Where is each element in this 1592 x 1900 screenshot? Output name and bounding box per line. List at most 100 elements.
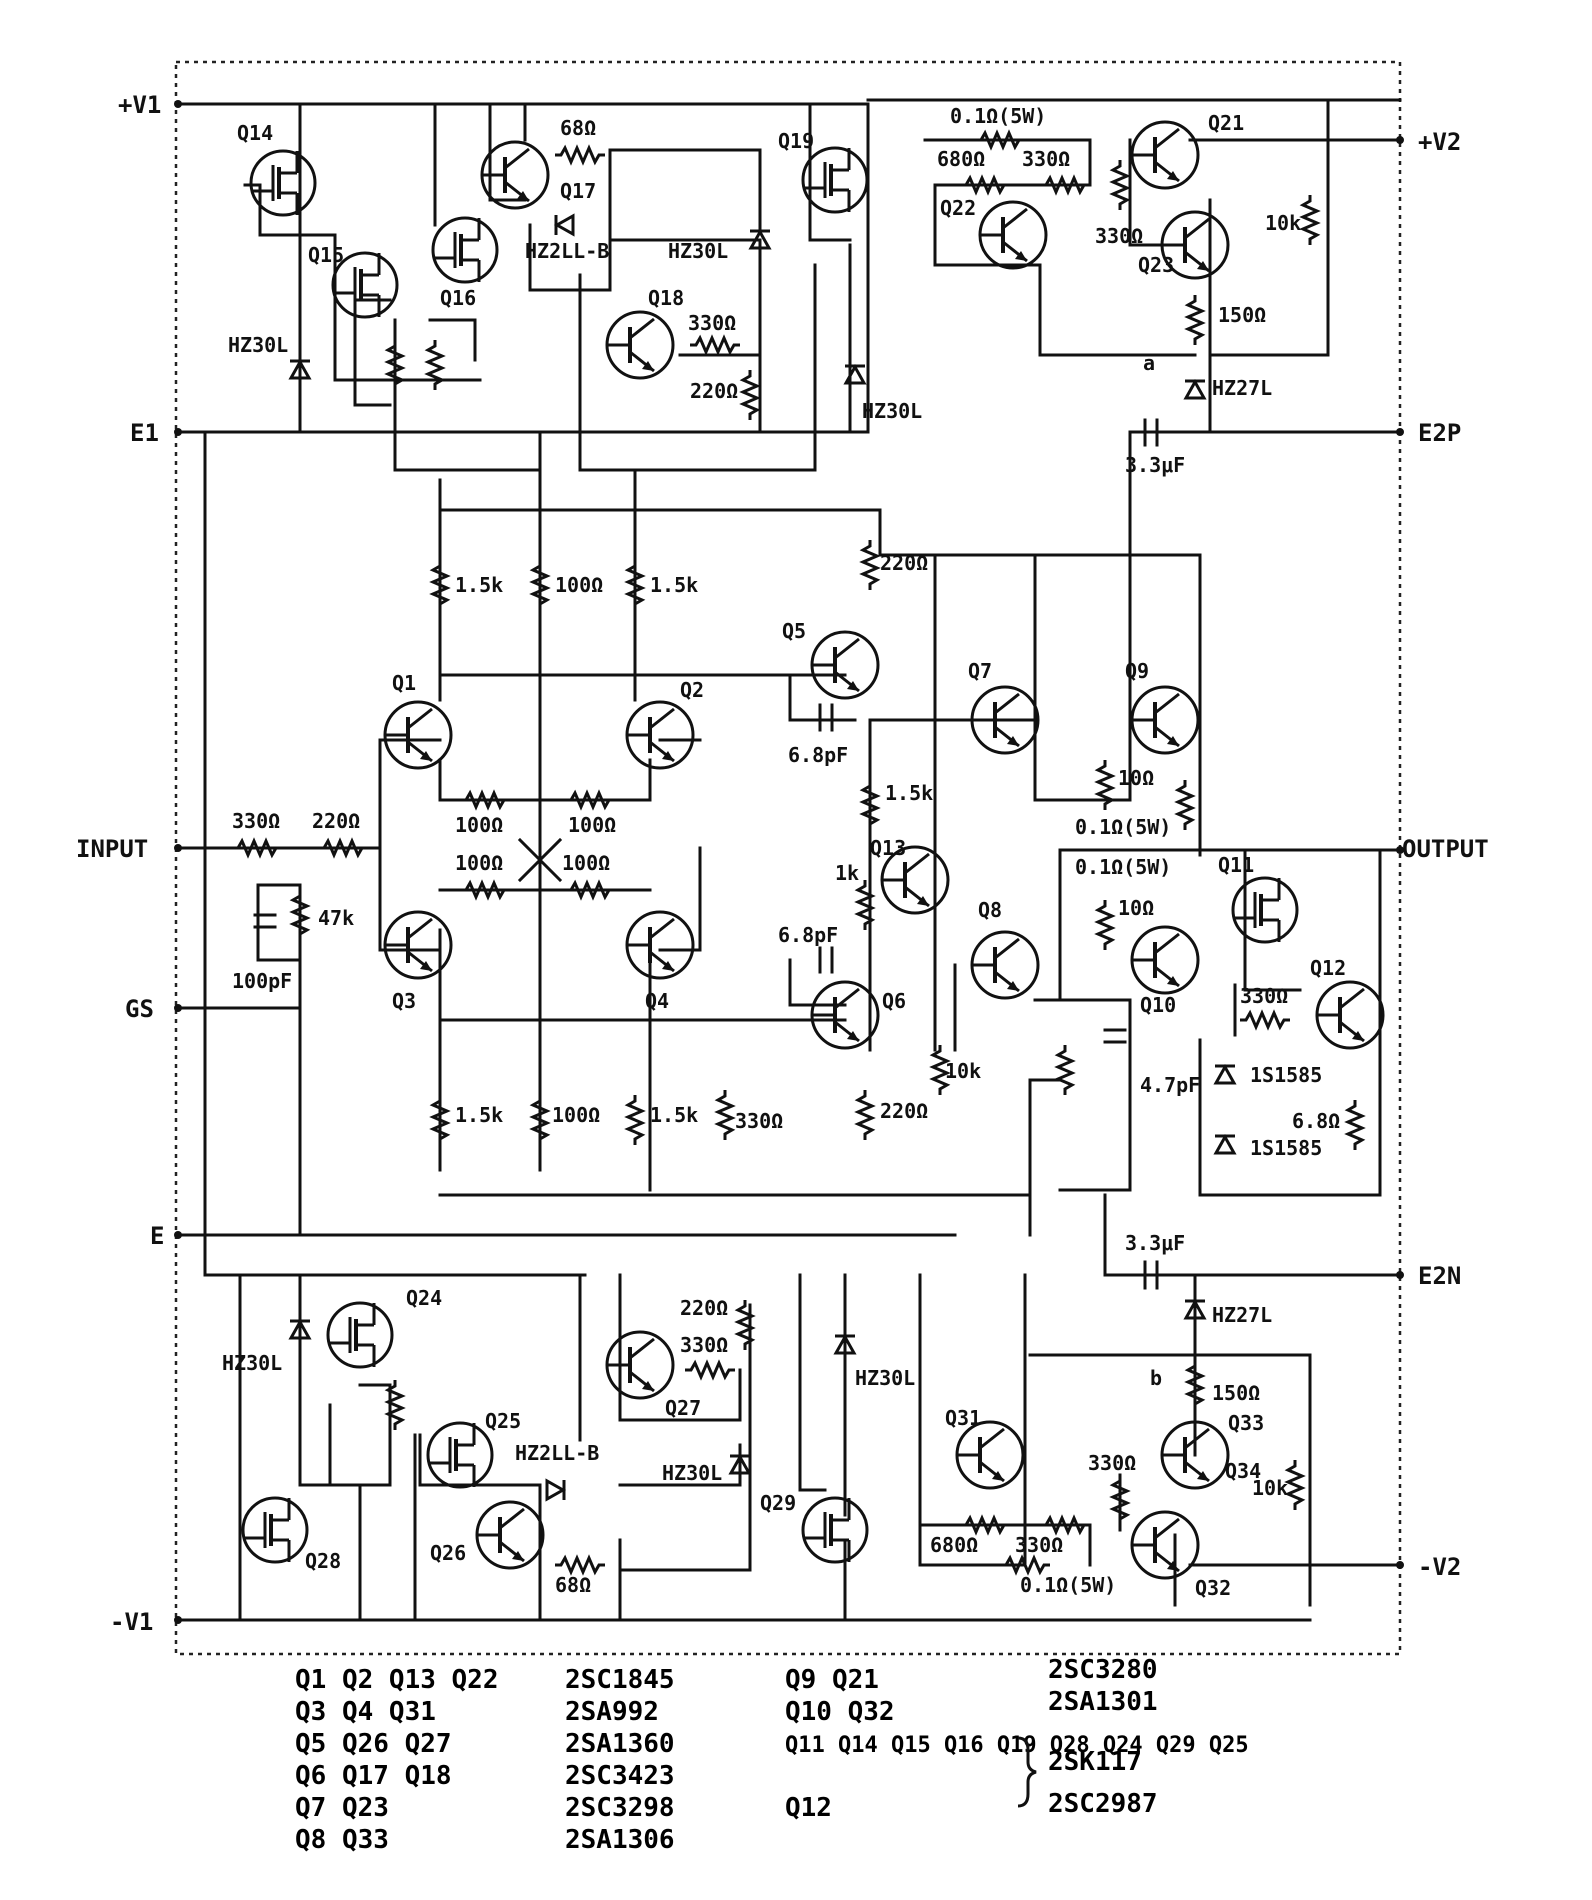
- label-c-47p: 4.7pF: [1140, 1073, 1200, 1097]
- label-r-01-top: 0.1Ω(5W): [950, 104, 1046, 128]
- label-r-1k: 1k: [835, 861, 859, 885]
- label-q21: Q21: [1208, 111, 1244, 135]
- parts-brace: [1017, 1736, 1037, 1808]
- label-q16: Q16: [440, 286, 476, 310]
- label-r-220-in: 220Ω: [312, 809, 360, 833]
- label-d-1s2: 1S1585: [1250, 1136, 1322, 1160]
- label-r-220-q18: 220Ω: [690, 379, 738, 403]
- label-q6: Q6: [882, 989, 906, 1013]
- label-r-10k-bot: 10k: [1252, 1476, 1288, 1500]
- label-r-680-bot: 680Ω: [930, 1533, 978, 1557]
- label-q2: Q2: [680, 678, 704, 702]
- terminal-neg-v2: -V2: [1418, 1553, 1461, 1581]
- label-r-220-q6: 220Ω: [880, 1099, 928, 1123]
- label-r-10-q10: 10Ω: [1118, 896, 1154, 920]
- label-r-100-e1: 100Ω: [455, 813, 503, 837]
- label-r-220-q27: 220Ω: [680, 1296, 728, 1320]
- label-r-100-1: 100Ω: [555, 573, 603, 597]
- label-r-68-top: 68Ω: [560, 116, 596, 140]
- parts-row-5-transistors: Q7 Q23: [295, 1793, 389, 1823]
- parts-row-6-transistors: Q8 Q33: [295, 1825, 389, 1855]
- label-r-01-out2: 0.1Ω(5W): [1075, 855, 1171, 879]
- label-q27: Q27: [665, 1396, 701, 1420]
- terminal-neg-v1: -V1: [110, 1608, 153, 1636]
- label-c-33-top: 3.3μF: [1125, 453, 1185, 477]
- parts-row-10-part: 2SC2987: [1048, 1789, 1158, 1819]
- label-q28: Q28: [305, 1549, 341, 1573]
- parts-row-4-part: 2SC3423: [565, 1761, 675, 1791]
- parts-row-3-transistors: Q5 Q26 Q27: [295, 1729, 452, 1759]
- label-q31: Q31: [945, 1406, 981, 1430]
- label-c-33-bot: 3.3μF: [1125, 1231, 1185, 1255]
- parts-row-2-part: 2SA992: [565, 1697, 659, 1727]
- label-q1: Q1: [392, 671, 416, 695]
- label-q29: Q29: [760, 1491, 796, 1515]
- label-q3: Q3: [392, 989, 416, 1013]
- label-r-100-e4: 100Ω: [562, 851, 610, 875]
- wiring: [176, 98, 1402, 1622]
- terminal-e2n: E2N: [1418, 1262, 1461, 1290]
- label-q18: Q18: [648, 286, 684, 310]
- terminal-e1: E1: [130, 419, 159, 447]
- label-r-100-e2: 100Ω: [568, 813, 616, 837]
- label-d-hz30l-2: HZ30L: [668, 239, 728, 263]
- label-q15: Q15: [308, 243, 344, 267]
- label-d-hz2ll-top: HZ2LL-B: [525, 239, 609, 263]
- terminal-e: E: [150, 1222, 164, 1250]
- label-q11: Q11: [1218, 853, 1254, 877]
- terminal-pos-v2: +V2: [1418, 128, 1461, 156]
- parts-row-7-part: 2SC3280: [1048, 1655, 1158, 1685]
- label-r-10-q9: 10Ω: [1118, 766, 1154, 790]
- parts-row-8-part: 2SA1301: [1048, 1687, 1158, 1717]
- label-q7: Q7: [968, 659, 992, 683]
- label-q32: Q32: [1195, 1576, 1231, 1600]
- label-r-330-bot2: 330Ω: [1015, 1533, 1063, 1557]
- label-q34: Q34: [1225, 1459, 1261, 1483]
- label-r-330-bot: 330Ω: [735, 1109, 783, 1133]
- parts-row-1-transistors: Q1 Q2 Q13 Q22: [295, 1665, 499, 1695]
- label-r-15k-3: 1.5k: [455, 1103, 503, 1127]
- label-q24: Q24: [406, 1286, 442, 1310]
- parts-row-8-transistors: Q10 Q32: [785, 1697, 895, 1727]
- parts-row-3-part: 2SA1360: [565, 1729, 675, 1759]
- label-r-47k: 47k: [318, 906, 354, 930]
- label-r-10k-mid: 10k: [945, 1059, 981, 1083]
- transistor-labels: Q14 Q15 Q16 Q17 Q18 Q19 Q21 Q22 Q23 Q1 Q…: [237, 111, 1346, 1600]
- terminal-labels: +V1 +V2 E1 E2P INPUT OUTPUT GS E E2N -V2…: [76, 91, 1489, 1636]
- label-r-150-bot: 150Ω: [1212, 1381, 1260, 1405]
- label-d-1s1: 1S1585: [1250, 1063, 1322, 1087]
- label-q5: Q5: [782, 619, 806, 643]
- label-c-100p: 100pF: [232, 969, 292, 993]
- label-r-330-q27: 330Ω: [680, 1333, 728, 1357]
- label-c-68-1: 6.8pF: [788, 743, 848, 767]
- label-r-10k-top: 10k: [1265, 211, 1301, 235]
- parts-row-1-part: 2SC1845: [565, 1665, 675, 1695]
- label-r-330-in: 330Ω: [232, 809, 280, 833]
- label-r-330-q18: 330Ω: [688, 311, 736, 335]
- label-d-hz27l-top: HZ27L: [1212, 376, 1272, 400]
- label-d-hz30l-3: HZ30L: [862, 399, 922, 423]
- label-r-330-q12: 330Ω: [1240, 984, 1288, 1008]
- label-r-680-top: 680Ω: [937, 147, 985, 171]
- label-r-100-e3: 100Ω: [455, 851, 503, 875]
- junction-dots: [174, 100, 1404, 1624]
- label-d-hz30l-1: HZ30L: [228, 333, 288, 357]
- parts-row-7-transistors: Q9 Q21: [785, 1665, 879, 1695]
- module-border: [174, 60, 1402, 1656]
- parts-row-10-transistors: Q12: [785, 1793, 832, 1823]
- label-r-150-top: 150Ω: [1218, 303, 1266, 327]
- label-q25: Q25: [485, 1409, 521, 1433]
- parts-row-6-part: 2SA1306: [565, 1825, 675, 1855]
- label-r-15k-1: 1.5k: [455, 573, 503, 597]
- label-q13: Q13: [870, 836, 906, 860]
- parts-row-9-part: 2SK117: [1048, 1747, 1142, 1777]
- terminal-pos-v1: +V1: [118, 91, 161, 119]
- label-q33: Q33: [1228, 1411, 1264, 1435]
- terminal-e2p: E2P: [1418, 419, 1461, 447]
- label-node-b: b: [1150, 1366, 1162, 1390]
- label-q19: Q19: [778, 129, 814, 153]
- capacitor-symbols: [253, 418, 1159, 1290]
- label-c-68-2: 6.8pF: [778, 923, 838, 947]
- label-q22: Q22: [940, 196, 976, 220]
